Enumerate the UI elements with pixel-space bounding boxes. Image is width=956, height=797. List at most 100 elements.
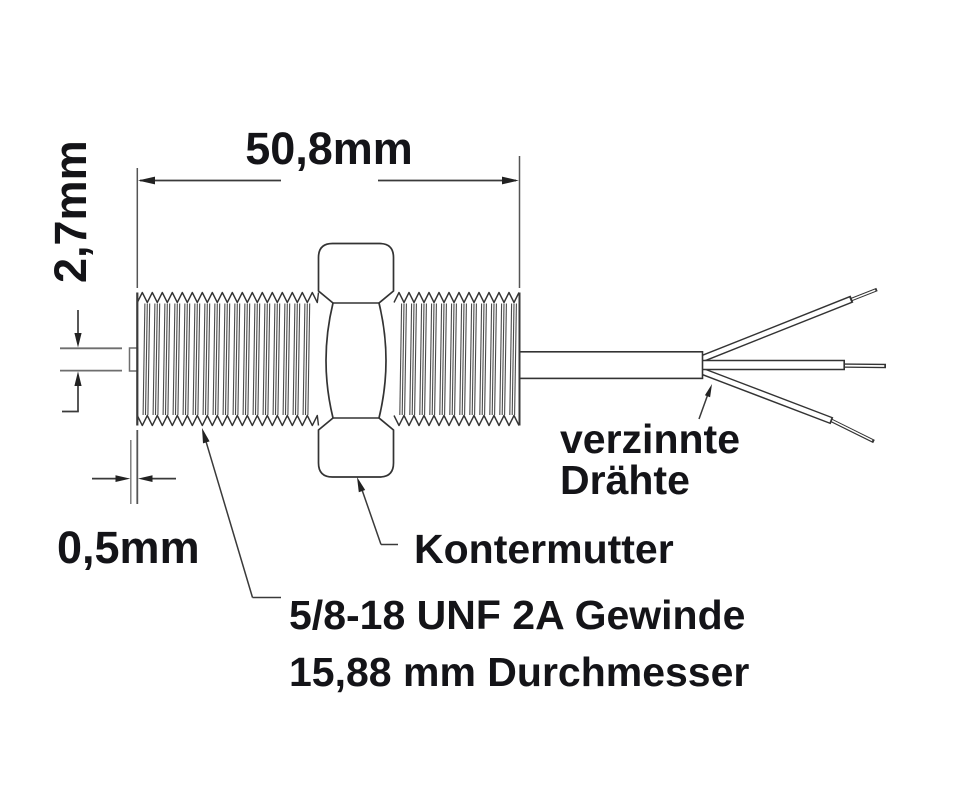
thread-flank-line	[202, 303, 206, 416]
thread-flank-line	[217, 303, 221, 416]
thread-flank-line	[237, 303, 241, 416]
thread-flank-line	[157, 303, 161, 416]
dimension-tip-protrusion: 0,5mm	[57, 430, 200, 573]
thread-flank-line	[474, 303, 477, 416]
dimension-label-tip-diameter: 2,7mm	[45, 140, 96, 283]
tinned-wires-label-line1: verzinnte	[560, 416, 740, 462]
thread-flank-line	[419, 303, 423, 416]
thread-flank-line	[257, 303, 261, 416]
thread-flank-line	[232, 303, 236, 416]
thread-flank-line	[242, 303, 246, 416]
thread-flank-line	[262, 303, 266, 416]
thread-flank-line	[192, 303, 196, 416]
thread-flank-line	[469, 303, 473, 416]
thread-flank-line	[414, 303, 417, 416]
thread-flank-line	[404, 303, 407, 416]
wire-tip-top	[848, 287, 878, 303]
thread-crest-bottom	[136, 414, 320, 427]
thread-flank-line	[297, 303, 301, 416]
thread-flank-line	[247, 303, 251, 416]
thread-flank-line	[152, 303, 156, 416]
thread-flank-line	[501, 303, 505, 416]
thread-flank-line	[162, 303, 166, 416]
leader-arrowhead-icon	[357, 477, 366, 493]
thread-flank-line	[514, 303, 517, 416]
thread-flank-line	[154, 303, 158, 416]
wire-bottom	[698, 367, 834, 425]
thread-flank-line	[424, 303, 427, 416]
arrowhead-down-icon	[74, 333, 82, 348]
leader-line	[359, 485, 382, 545]
thread-flank-line	[177, 303, 181, 416]
thread-flank-line	[302, 303, 306, 416]
thread-flank-line	[142, 303, 146, 416]
thread-flank-line	[144, 303, 148, 416]
arrowhead-left-icon	[138, 176, 155, 185]
thread-flank-line	[464, 303, 467, 416]
thread-flank-line	[244, 303, 248, 416]
thread-flank-line	[172, 303, 176, 416]
thread-flank-line	[489, 303, 493, 416]
thread-flank-line	[434, 303, 437, 416]
thread-flank-line	[439, 303, 443, 416]
thread-flank-line	[499, 303, 503, 416]
thread-flank-line	[481, 303, 485, 416]
thread-flank-line	[471, 303, 475, 416]
thread-flank-line	[429, 303, 433, 416]
dimension-overall-length: 50,8mm	[136, 123, 521, 288]
thread-crest-top	[393, 291, 520, 304]
thread-flank-line	[431, 303, 435, 416]
thread-flank-line	[187, 303, 191, 416]
wires	[698, 287, 887, 444]
thread-flank-line	[264, 303, 268, 416]
thread-flank-line	[504, 303, 507, 416]
thread-flank-line	[182, 303, 186, 416]
leader-line	[205, 440, 254, 598]
thread-flank-line	[454, 303, 457, 416]
thread-flank-line	[494, 303, 497, 416]
thread-flank-line	[272, 303, 276, 416]
thread-body-right-section	[393, 291, 520, 427]
thread-flank-line	[284, 303, 288, 416]
dimension-tip-diameter: 2,7mm	[45, 140, 122, 413]
thread-flank-line	[184, 303, 188, 416]
leader-line	[698, 393, 709, 420]
thread-flank-line	[461, 303, 465, 416]
thread-flank-line	[399, 303, 403, 416]
thread-flank-line	[274, 303, 278, 416]
thread-flank-line	[511, 303, 515, 416]
dimension-label-tip-protrusion: 0,5mm	[57, 522, 200, 573]
lock-nut	[317, 242, 395, 478]
wire-tip-bottom	[829, 418, 875, 444]
thread-flank-line	[174, 303, 178, 416]
thread-flank-line	[444, 303, 447, 416]
thread-flank-line	[194, 303, 198, 416]
thread-flank-line	[282, 303, 286, 416]
thread-flank-line	[294, 303, 298, 416]
thread-flank-line	[234, 303, 238, 416]
arrowhead-left-icon	[138, 475, 153, 482]
thread-crest-bottom	[393, 414, 520, 427]
thread-flank-line	[287, 303, 291, 416]
thread-crest-top	[136, 291, 320, 304]
thread-flank-line	[292, 303, 296, 416]
leader-thread-spec: 5/8-18 UNF 2A Gewinde 15,88 mm Durchmess…	[202, 428, 749, 695]
thread-flank-line	[277, 303, 281, 416]
leader-locknut: Kontermutter	[357, 477, 674, 572]
tinned-wires-label-line2: Drähte	[560, 457, 690, 503]
thread-flank-line	[451, 303, 455, 416]
thread-flank-line	[254, 303, 258, 416]
lock-nut-outline	[317, 242, 395, 478]
thread-flank-line	[421, 303, 425, 416]
thread-flank-line	[411, 303, 415, 416]
thread-flank-line	[224, 303, 228, 416]
thread-spec-line1: 5/8-18 UNF 2A Gewinde	[289, 592, 745, 638]
thread-flank-line	[212, 303, 216, 416]
thread-flank-line	[459, 303, 463, 416]
thread-flank-line	[207, 303, 211, 416]
thread-flank-line	[304, 303, 308, 416]
thread-flank-line	[509, 303, 513, 416]
leader-arrowhead-icon	[704, 384, 712, 398]
